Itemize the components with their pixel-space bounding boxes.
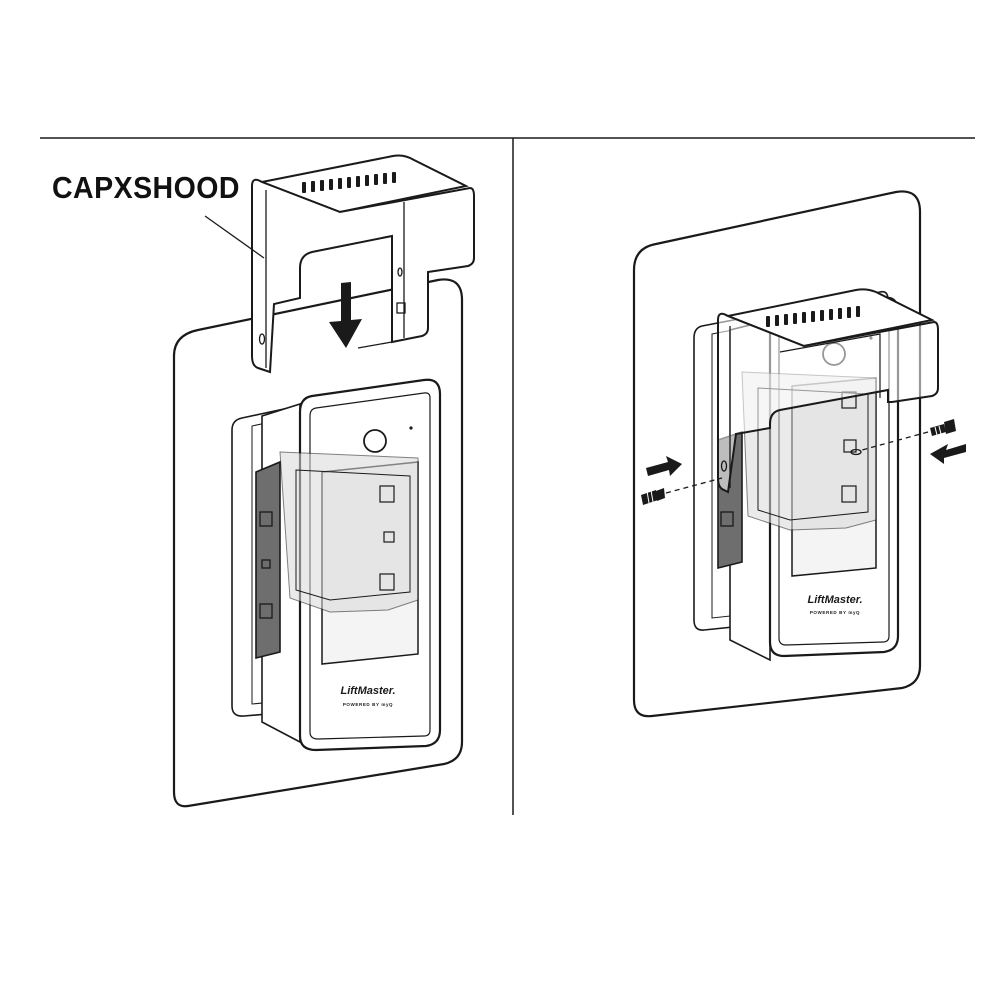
device-brand-left: LiftMaster.	[340, 685, 395, 697]
capxshood-hood-right	[717, 288, 939, 494]
screw-path-right	[861, 431, 929, 451]
right-arrow-icon	[646, 456, 682, 476]
down-arrow-icon	[329, 282, 362, 348]
right-step-illustration: LiftMaster. POWERED BY myQ	[632, 190, 966, 718]
device-brand-right: LiftMaster.	[807, 594, 862, 606]
callout-leader-line	[204, 215, 265, 259]
part-label: CAPXSHOOD	[52, 170, 240, 205]
device-subtext-right: POWERED BY myQ	[810, 610, 860, 615]
camera-lens-left	[363, 429, 387, 453]
left-arrow-icon	[930, 444, 966, 464]
capxshood-hood-left	[251, 154, 475, 374]
screw-right-icon	[930, 419, 956, 436]
screw-path-left	[665, 477, 723, 494]
left-step-illustration: LiftMaster. POWERED BY myQ	[172, 154, 475, 808]
device-subtext-left: POWERED BY myQ	[343, 702, 393, 707]
screw-left-icon	[641, 488, 665, 505]
